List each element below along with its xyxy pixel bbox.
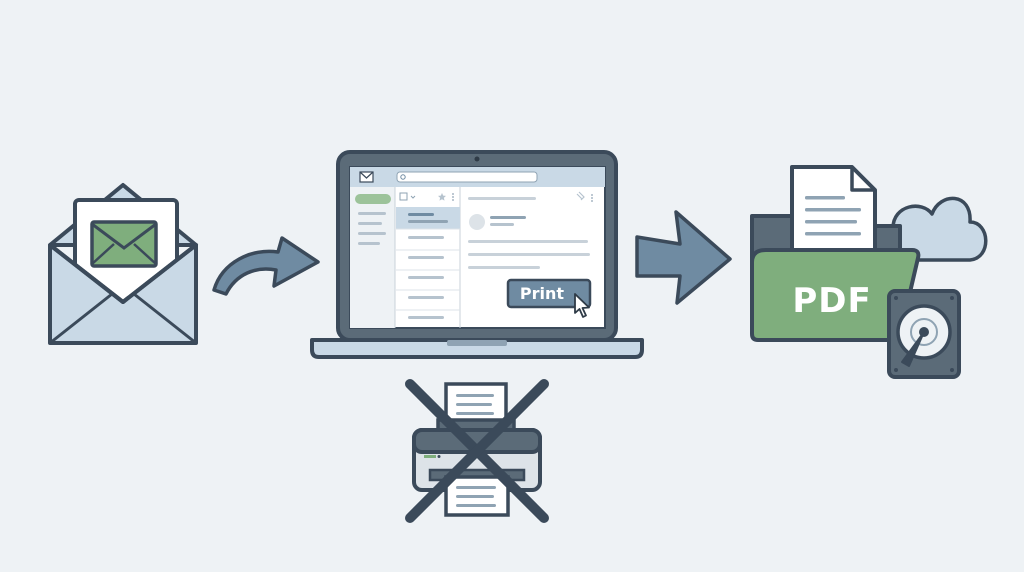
document-icon (790, 165, 877, 270)
avatar (469, 214, 485, 230)
more-icon[interactable] (452, 193, 454, 195)
sidebar-item[interactable] (358, 242, 380, 245)
pdf-label: PDF (792, 281, 871, 321)
list-item[interactable] (396, 269, 460, 279)
list-item[interactable] (396, 309, 460, 319)
sidebar-item[interactable] (358, 222, 382, 225)
search-bar[interactable] (396, 171, 538, 183)
more-icon[interactable] (591, 194, 593, 196)
arrow-right-icon (635, 210, 732, 305)
envelope-icon (48, 183, 198, 345)
select-all-checkbox[interactable] (399, 192, 408, 201)
folder-icon: PDF (750, 165, 921, 342)
compose-button[interactable] (355, 194, 391, 204)
mail-icon (90, 220, 158, 268)
curved-arrow-icon (212, 236, 320, 296)
cross-out-icon (405, 379, 549, 523)
pin-icon[interactable] (576, 191, 585, 201)
star-icon[interactable] (438, 193, 446, 201)
sidebar-item[interactable] (358, 232, 386, 235)
print-button[interactable]: Print (506, 278, 592, 309)
laptop-icon: Print (310, 150, 644, 359)
chevron-down-icon[interactable] (410, 195, 416, 199)
mail-app-icon (359, 171, 374, 183)
list-item[interactable] (396, 228, 460, 239)
search-icon (400, 174, 406, 180)
list-item-selected[interactable] (396, 207, 460, 229)
cursor-icon (574, 293, 590, 318)
printer-icon (412, 382, 542, 517)
sidebar-item[interactable] (358, 212, 386, 215)
hard-drive-icon (887, 289, 961, 379)
print-button-label: Print (520, 284, 564, 303)
list-item[interactable] (396, 289, 460, 299)
list-item[interactable] (396, 249, 460, 259)
